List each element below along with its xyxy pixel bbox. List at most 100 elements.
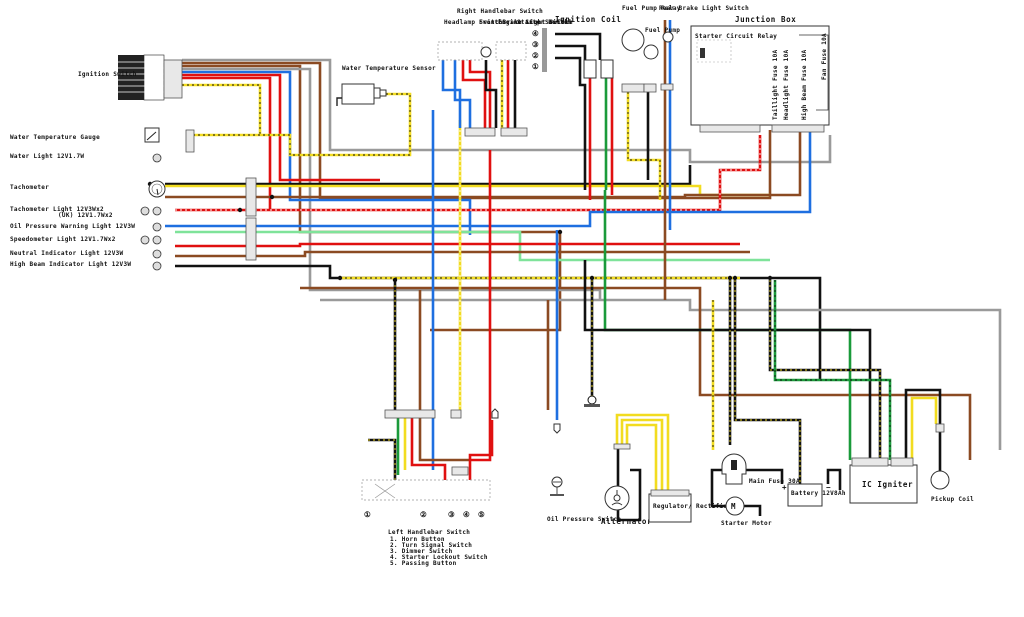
highbeam-fuse-label: High Beam Fuse 10A (801, 49, 808, 120)
wire-red (468, 60, 492, 128)
wire-black (175, 264, 822, 380)
fuel-connector (621, 83, 645, 93)
left-handlebar-sub-connector (451, 466, 469, 476)
wire-black (555, 56, 587, 190)
wire-black (484, 60, 498, 128)
rear-brake-label: Rear Brake Light Switch (659, 5, 749, 12)
left-switch-number: ⑤ (478, 510, 485, 519)
fan-fuse-label: Fan Fuse 10A (821, 33, 828, 80)
oil-pressure-switch (550, 423, 564, 496)
wire-red (182, 76, 272, 210)
wire-junction (237, 207, 243, 213)
front-brake-label: Front Brake Light Switch (479, 19, 573, 26)
wire-junction (337, 275, 343, 281)
left-handlebar-item: 2. Turn Signal Switch (390, 542, 472, 549)
starter-motor: M (725, 496, 745, 516)
left-handlebar-item: 3. Dimmer Switch (390, 548, 453, 555)
left-handlebar-item: 1. Horn Button (390, 536, 445, 543)
neutral-light-label: Neutral Indicator Light 12V3W (10, 250, 124, 257)
wire-red (470, 150, 492, 462)
ground-icon (584, 395, 600, 407)
wire-red (468, 420, 494, 480)
wire-black (746, 468, 784, 484)
bulb-icon (140, 235, 150, 245)
wire-tracer (734, 280, 801, 484)
wire-black (744, 504, 762, 516)
bulb-icon (152, 153, 162, 163)
junction-box-label: Junction Box (735, 15, 796, 24)
wire-tracer (182, 84, 261, 135)
indicator-bulbs (140, 153, 162, 271)
tach-light-label: Tachometer Light 12V3Wx2 (10, 206, 104, 213)
connector-gauge (185, 129, 195, 153)
left-aux-connector (450, 409, 462, 419)
wire-yellow (182, 83, 262, 135)
headlight-fuse-label: Headlight Fuse 10A (783, 49, 790, 120)
water-temp-sensor-label: Water Temperature Sensor (342, 65, 436, 72)
pickup-coil (930, 470, 950, 490)
alternator-label: Alternator (601, 517, 652, 526)
right-handlebar-connector-b (500, 127, 528, 137)
headlamp-switch-label: Headlamp Switch (444, 19, 503, 26)
coil-number: ② (532, 51, 539, 60)
fuel-pump-connector (643, 83, 657, 93)
wire-red (182, 73, 380, 182)
battery (787, 483, 823, 507)
left-handlebar-switch-box (361, 479, 491, 501)
battery-label: Battery 12V8Ah (791, 490, 846, 497)
wire-black (583, 260, 872, 460)
wire-junction (392, 277, 398, 283)
wire-black (555, 32, 602, 60)
main-fuse-label: Main Fuse 30A (749, 478, 800, 485)
junction-connector-b (771, 124, 825, 133)
left-switch-number: ③ (448, 510, 455, 519)
right-switch-box-b (495, 41, 527, 61)
left-switch-number: ④ (463, 510, 470, 519)
water-temp-gauge (144, 127, 160, 143)
tachometer-gauge (148, 180, 166, 198)
starter-relay (696, 39, 732, 63)
pickup-coil-label: Pickup Coil (931, 496, 974, 503)
bulb-icon (152, 249, 162, 259)
oil-light-label: Oil Pressure Warning Light 12V3W (10, 223, 135, 230)
wire-brown (175, 250, 750, 258)
wire-tracer (175, 135, 761, 211)
ic-igniter-label: IC Igniter (862, 480, 913, 489)
left-handlebar-label: Left Handlebar Switch (388, 529, 470, 536)
connector-a (245, 177, 257, 217)
wire-junction (727, 275, 733, 281)
coil-number: ① (532, 62, 539, 71)
right-handlebar-connector-a (464, 127, 496, 137)
ignition-switch-label: Ignition Switch (78, 71, 137, 78)
starter-button-label: Starter Button (517, 19, 572, 26)
fuel-pump-relay (621, 28, 645, 52)
ignition-coil-2 (600, 59, 614, 79)
water-temp-sensor (336, 83, 387, 106)
wire-yellow (194, 92, 412, 157)
bulb-icon (152, 222, 162, 232)
wire-blue (182, 70, 472, 235)
wire-tracer (769, 280, 881, 460)
wire-blue (441, 60, 462, 128)
wire-red (461, 60, 487, 128)
left-handlebar-item: 4. Starter Lockout Switch (390, 554, 488, 561)
wire-gray (182, 67, 602, 300)
wire-light_green (175, 230, 770, 262)
fuel-pump (643, 44, 659, 60)
wire-gray (320, 298, 1002, 450)
tachometer-label: Tachometer (10, 184, 49, 191)
wire-tracer (368, 439, 396, 480)
starter-relay-label: Starter Circuit Relay (695, 33, 777, 40)
regulator-rectifier (648, 493, 692, 523)
alternator (604, 443, 631, 511)
wire-black (826, 468, 842, 490)
wire-black (904, 388, 942, 476)
wire-tracer (627, 92, 661, 200)
wire-blue (453, 60, 472, 128)
engine-stop-label: Engine Stop Switch (498, 19, 569, 26)
main-fuse (721, 453, 747, 485)
wire-yellow (625, 423, 658, 494)
wire-junction (589, 275, 595, 281)
junction-box (690, 25, 830, 126)
taillight-fuse-label: Taillight Fuse 10A (772, 49, 779, 120)
